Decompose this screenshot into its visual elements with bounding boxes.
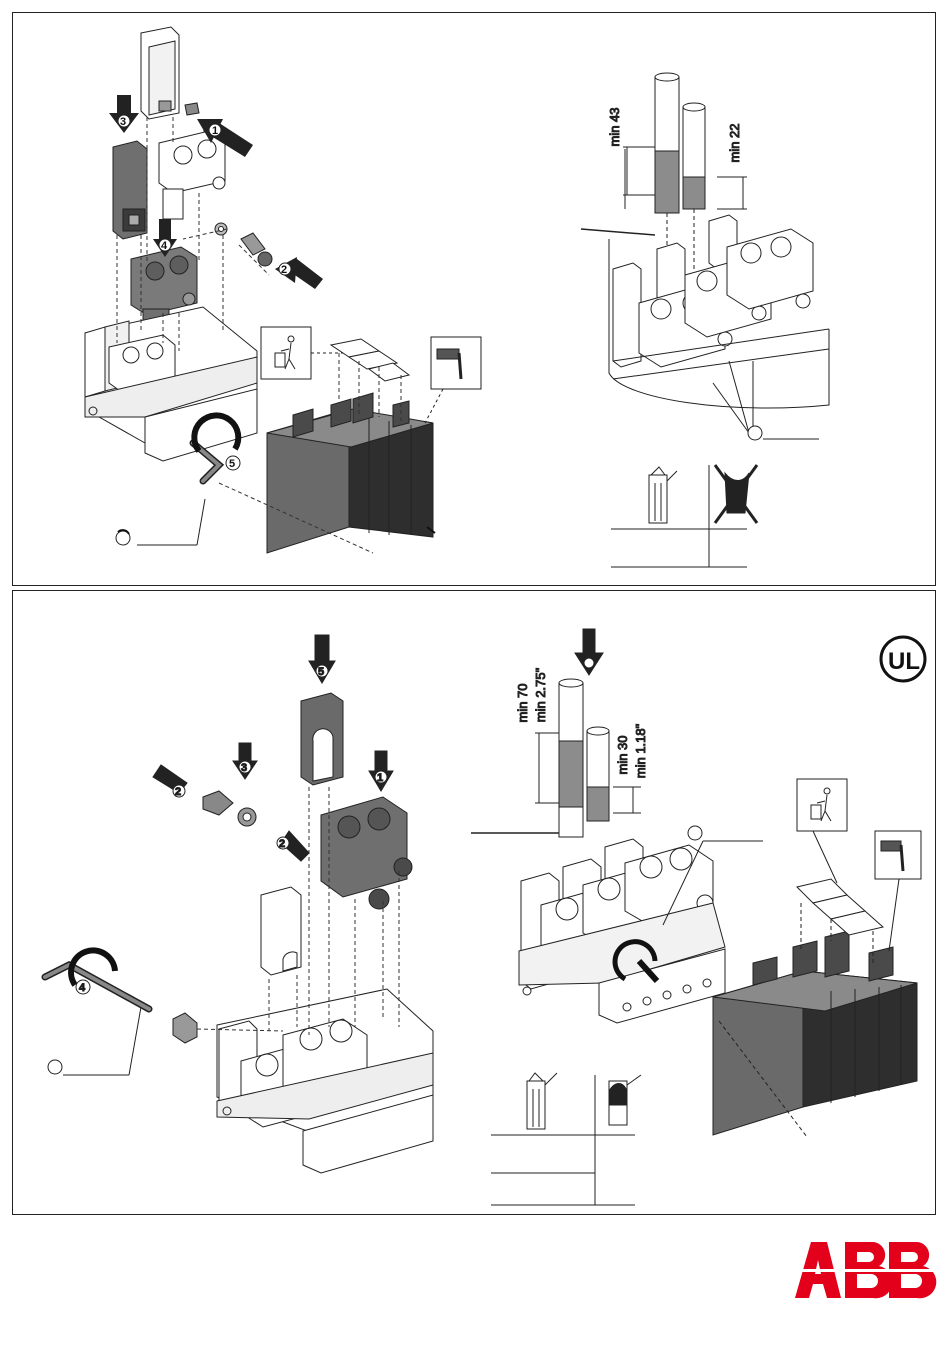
- recycle-bin-person-icon: [261, 327, 343, 379]
- bottom-step-4-label: 4: [79, 982, 86, 994]
- step-3-label: 3: [120, 116, 126, 128]
- hammer-icon: [425, 337, 481, 423]
- step-2-arrow: 2: [275, 257, 323, 289]
- bottom-assembly-panel: 5 3 1 2 2: [12, 590, 936, 1215]
- bottom-recycle-bin-person-icon: [797, 779, 847, 883]
- bottom-assembly-drawing: 5 3 1 2 2: [13, 591, 937, 1216]
- terminal-cover: [267, 393, 435, 553]
- step-3-arrow: 3: [109, 95, 139, 133]
- bottom-detail-torque-wrench-icon: [688, 826, 702, 840]
- bottom-dark-terminal: [321, 797, 412, 909]
- right-detail-view: min 43 min 22: [581, 73, 829, 567]
- bottom-conductor-type-table: [491, 1073, 641, 1205]
- left-exploded-assembly: [85, 27, 481, 553]
- bottom-right-detail: min 70 min 2.75" min 30 min 1.18": [471, 629, 921, 1205]
- torque-wrench-icon-detail: [748, 426, 762, 440]
- bottom-step-2b-label: 2: [279, 838, 285, 850]
- step-1-label: 1: [212, 125, 218, 137]
- ul-mark-text: UL: [888, 648, 920, 675]
- bottom-torque-wrench-icon: [48, 1060, 62, 1074]
- step-5-marker: 5: [226, 456, 240, 470]
- bottom-dark-separator: [301, 693, 343, 785]
- bottom-step-3-arrow: 3: [233, 743, 257, 779]
- dim-min-2-75-in: min 2.75": [533, 667, 548, 722]
- top-assembly-panel: 3 1 4 2 5: [12, 12, 936, 586]
- bottom-step-5-label: 5: [318, 666, 324, 678]
- conductor-type-table: [611, 465, 757, 567]
- phase-separator-top: [141, 27, 179, 119]
- bottom-step-3-label: 3: [241, 762, 247, 774]
- step-4-label: 4: [161, 240, 168, 252]
- bottom-step-2a-label: 2: [175, 786, 181, 798]
- ul-certification-mark: UL: [881, 637, 925, 681]
- bottom-step-5-arrow: 5: [309, 635, 335, 683]
- torque-wrench-icon: [116, 530, 130, 545]
- breaker-base: [85, 307, 257, 461]
- bottom-breaker-base: [217, 989, 433, 1173]
- abb-logo: [793, 1240, 938, 1300]
- dark-separator: [113, 141, 147, 239]
- bottom-hammer-icon: [875, 831, 921, 951]
- bottom-step-1-label: 1: [377, 772, 383, 784]
- dim-min-22: min 22: [727, 123, 742, 162]
- bottom-step-1-arrow: 1: [369, 751, 393, 791]
- step-5-label: 5: [229, 458, 235, 470]
- white-terminal: [159, 131, 225, 219]
- large-cable: [655, 73, 679, 213]
- small-cable: [683, 103, 705, 209]
- top-assembly-drawing: 3 1 4 2 5: [13, 13, 937, 587]
- dim-min-30: min 30: [615, 735, 630, 774]
- bottom-step-4-marker: 4: [76, 980, 90, 994]
- bottom-step-2-arrow-b: 2: [277, 831, 309, 861]
- dim-min-70: min 70: [515, 683, 530, 722]
- step-2-label: 2: [281, 264, 287, 276]
- bottom-step-2-arrow-a: 2: [153, 765, 187, 798]
- dim-min-1-18-in: min 1.18": [633, 723, 648, 778]
- dim-min-43: min 43: [607, 107, 622, 146]
